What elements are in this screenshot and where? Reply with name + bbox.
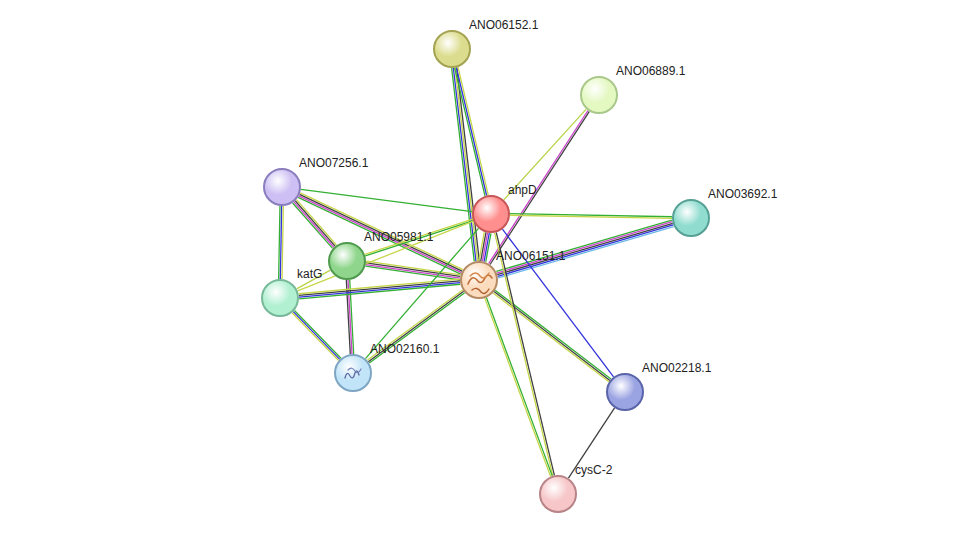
evidence-line bbox=[496, 220, 672, 271]
interaction-edge bbox=[367, 290, 464, 363]
evidence-line bbox=[369, 293, 464, 363]
protein-node: ANO03692.1 bbox=[672, 199, 710, 237]
evidence-line bbox=[485, 298, 551, 476]
evidence-line bbox=[292, 313, 339, 361]
interaction-edge bbox=[455, 67, 489, 196]
protein-label: cysC-2 bbox=[575, 463, 612, 477]
evidence-line bbox=[368, 291, 463, 361]
protein-node: ANO05981.1 bbox=[328, 242, 366, 280]
evidence-line bbox=[456, 67, 486, 195]
evidence-line bbox=[294, 310, 341, 358]
protein-node: ANO07256.1 bbox=[263, 168, 301, 206]
protein-label: ANO07256.1 bbox=[299, 156, 368, 170]
evidence-line bbox=[495, 233, 553, 476]
protein-node: cysC-2 bbox=[539, 475, 577, 513]
interaction-edge bbox=[485, 298, 552, 477]
evidence-line bbox=[455, 68, 478, 261]
protein-node: ANO06152.1 bbox=[433, 30, 471, 68]
protein-label: katG bbox=[297, 267, 322, 281]
protein-label: ANO05981.1 bbox=[364, 230, 433, 244]
interaction-edge bbox=[365, 219, 473, 256]
evidence-line bbox=[293, 203, 333, 248]
interaction-edge bbox=[279, 206, 284, 279]
evidence-line bbox=[455, 68, 485, 196]
evidence-line bbox=[510, 215, 672, 218]
interaction-edge bbox=[510, 214, 672, 219]
evidence-line bbox=[293, 312, 340, 360]
interaction-edge bbox=[299, 279, 461, 299]
interaction-edge bbox=[293, 200, 337, 249]
evidence-line bbox=[504, 109, 586, 200]
interaction-edge bbox=[504, 109, 586, 200]
evidence-line bbox=[486, 298, 552, 476]
protein-node: ANO06151.1 bbox=[460, 261, 498, 299]
evidence-line bbox=[280, 206, 281, 279]
interaction-edge bbox=[365, 261, 460, 280]
evidence-line bbox=[294, 202, 334, 247]
evidence-line bbox=[296, 200, 336, 245]
protein-node: ANO02160.1 bbox=[334, 354, 372, 392]
evidence-line bbox=[479, 232, 484, 261]
protein-label: ANO06152.1 bbox=[469, 18, 538, 32]
evidence-line bbox=[490, 111, 589, 264]
evidence-line bbox=[458, 67, 488, 195]
interaction-edge bbox=[568, 408, 614, 478]
protein-label: ANO03692.1 bbox=[708, 187, 777, 201]
evidence-line bbox=[299, 279, 460, 294]
evidence-line bbox=[279, 206, 280, 279]
evidence-line bbox=[367, 290, 462, 360]
evidence-line bbox=[497, 222, 673, 273]
evidence-line bbox=[299, 283, 460, 298]
protein-label: ANO02218.1 bbox=[642, 361, 711, 375]
protein-label: ANO02160.1 bbox=[370, 342, 439, 356]
protein-structure bbox=[345, 273, 492, 378]
evidence-line bbox=[299, 281, 460, 296]
protein-node: katG bbox=[261, 279, 299, 317]
interaction-edge bbox=[495, 232, 555, 475]
protein-label: ANO06151.1 bbox=[496, 249, 565, 263]
evidence-line bbox=[366, 261, 460, 275]
protein-label: ANO06889.1 bbox=[616, 64, 685, 78]
interaction-edge bbox=[479, 232, 491, 262]
evidence-line bbox=[495, 290, 611, 379]
evidence-line bbox=[365, 219, 473, 254]
protein-label: ahpD bbox=[508, 183, 537, 197]
interaction-edge bbox=[489, 110, 590, 264]
interaction-edge bbox=[496, 220, 673, 278]
evidence-line bbox=[489, 110, 588, 263]
protein-node: ANO06889.1 bbox=[580, 76, 618, 114]
evidence-line bbox=[295, 201, 335, 246]
interaction-edge bbox=[292, 310, 341, 360]
evidence-line bbox=[568, 408, 614, 478]
protein-node: ANO02218.1 bbox=[606, 373, 644, 411]
protein-node: ahpD bbox=[472, 195, 510, 233]
evidence-line bbox=[282, 206, 283, 279]
interaction-edge bbox=[298, 193, 463, 274]
